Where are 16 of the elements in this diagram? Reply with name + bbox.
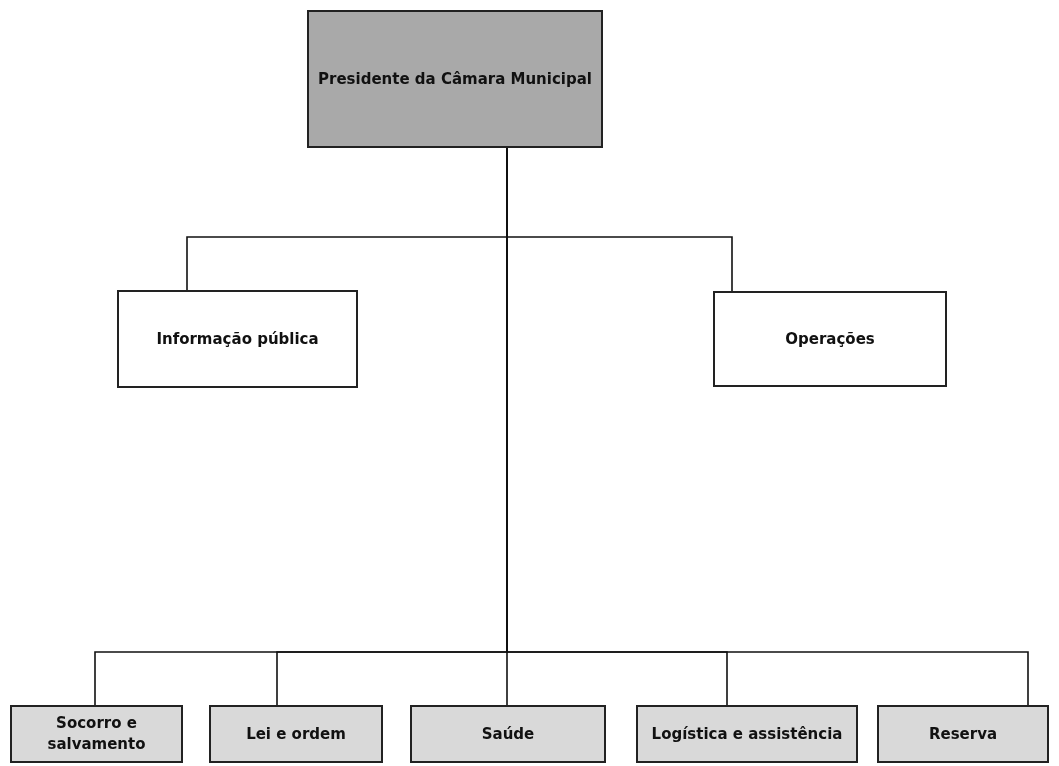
box-label: Logística e assistência: [651, 723, 843, 745]
org-box: [636, 705, 858, 763]
box-label: Informação pública: [156, 328, 319, 350]
org-box: [877, 705, 1049, 763]
org-box: [10, 705, 183, 763]
box-label: Operações: [785, 328, 875, 350]
org-box: [713, 291, 947, 387]
org-box: [209, 705, 383, 763]
org-box: [117, 290, 358, 388]
box-label: Lei e ordem: [246, 723, 346, 745]
box-label: Saúde: [481, 723, 535, 745]
org-box: [410, 705, 606, 763]
box-label: Presidente da Câmara Municipal: [318, 68, 592, 90]
box-label: Reserva: [928, 723, 998, 745]
org-box: [307, 10, 603, 148]
box-label: Socorro e salvamento: [46, 713, 147, 755]
